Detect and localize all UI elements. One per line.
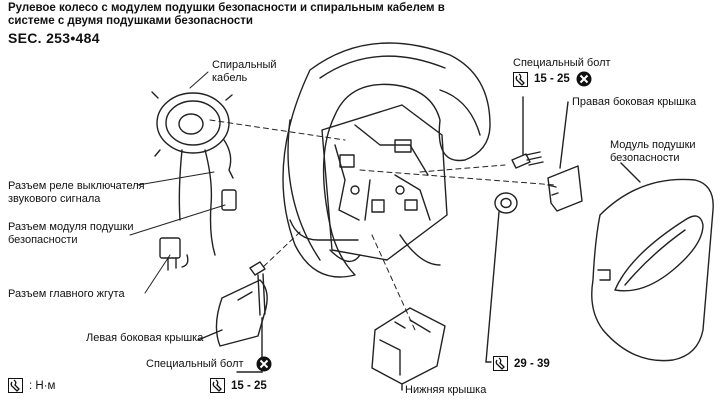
nut-drawing xyxy=(485,192,518,363)
torque-value-right-bolt: 15 - 25 xyxy=(534,73,570,85)
leader-lines xyxy=(129,71,226,294)
do-not-reuse-x-icon xyxy=(576,71,592,87)
label-left-side-cover: Левая боковая крышка xyxy=(86,332,204,344)
torque-wrench-icon xyxy=(210,378,225,393)
torque-wrench-icon xyxy=(8,378,23,393)
torque-wrench-icon xyxy=(493,356,508,371)
label-right-side-cover: Правая боковая крышка xyxy=(572,96,697,108)
label-horn-relay-connector: Разъем реле выключателя звукового сигнал… xyxy=(8,180,145,205)
torque-spec-left-bolt: 15 - 25 xyxy=(210,378,267,393)
label-airbag-module: Модуль подушки безопасности xyxy=(610,139,696,164)
torque-unit-text: : Н·м xyxy=(29,379,56,392)
diagram-title: Рулевое колесо с модулем подушки безопас… xyxy=(8,2,445,27)
do-not-reuse-x-icon xyxy=(256,356,272,372)
torque-spec-right-bolt: 15 - 25 xyxy=(513,71,592,87)
right-side-cover-drawing xyxy=(547,101,583,212)
left-side-cover-drawing xyxy=(197,279,268,347)
label-airbag-module-connector: Разъем модуля подушки безопасности xyxy=(8,221,134,246)
torque-wrench-icon xyxy=(513,71,528,87)
torque-value-left-bolt: 15 - 25 xyxy=(231,379,267,392)
special-bolt-right-drawing xyxy=(511,96,544,169)
label-lower-cover: Нижняя крышка xyxy=(405,384,487,396)
label-special-bolt-left: Специальный болт xyxy=(146,358,244,370)
torque-value-nut: 29 - 39 xyxy=(514,357,550,370)
spiral-cable-drawing xyxy=(151,91,237,271)
label-main-harness-connector: Разъем главного жгута xyxy=(8,288,125,300)
do-not-reuse-left-bolt xyxy=(256,356,272,372)
label-special-bolt-right: Специальный болт xyxy=(513,57,611,69)
label-spiral-cable: Спиральный кабель xyxy=(212,59,277,84)
sec-reference: SEC. 253•484 xyxy=(8,30,100,46)
airbag-module-drawing xyxy=(591,162,714,362)
lower-cover-drawing xyxy=(371,307,446,391)
steering-wheel-drawing xyxy=(282,42,491,278)
torque-spec-nut: 29 - 39 xyxy=(493,356,550,371)
torque-unit-legend: : Н·м xyxy=(8,378,55,393)
dashed-guide-lines xyxy=(209,119,556,331)
